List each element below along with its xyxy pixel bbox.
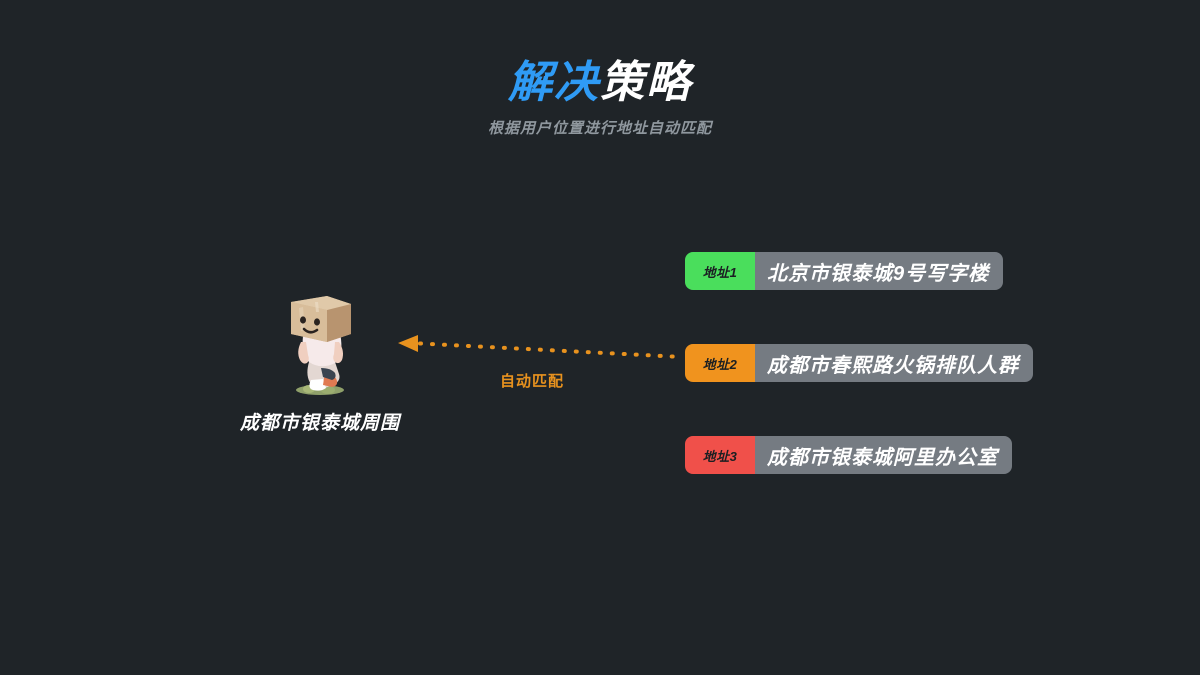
address-text: 北京市银泰城9号写字楼: [755, 252, 1004, 290]
user-location-block: 成都市银泰城周围: [220, 288, 420, 435]
dotted-left-arrow-icon: [392, 326, 692, 366]
page-title-accent: 解决: [508, 58, 600, 107]
page-title: 解决策略: [0, 58, 1200, 107]
auto-match-label: 自动匹配: [499, 373, 564, 390]
address-text: 成都市银泰城阿里办公室: [755, 436, 1012, 474]
slide-header: 解决策略 根据用户位置进行地址自动匹配: [0, 58, 1200, 138]
box-head-character-icon: [265, 288, 375, 398]
address-badge: 地址3: [685, 436, 755, 474]
address-badge: 地址1: [685, 252, 755, 290]
address-row[interactable]: 地址3 成都市银泰城阿里办公室: [685, 436, 1012, 474]
user-location-label: 成都市银泰城周围: [239, 413, 400, 434]
address-row[interactable]: 地址1 北京市银泰城9号写字楼: [685, 252, 1004, 290]
address-row[interactable]: 地址2 成都市春熙路火锅排队人群: [685, 344, 1033, 382]
address-text: 成都市春熙路火锅排队人群: [755, 344, 1033, 382]
address-badge: 地址2: [685, 344, 755, 382]
page-subtitle: 根据用户位置进行地址自动匹配: [487, 120, 712, 138]
page-title-plain: 策略: [600, 58, 692, 107]
address-list: 地址1 北京市银泰城9号写字楼 地址2 成都市春熙路火锅排队人群 地址3 成都市…: [685, 252, 1033, 474]
